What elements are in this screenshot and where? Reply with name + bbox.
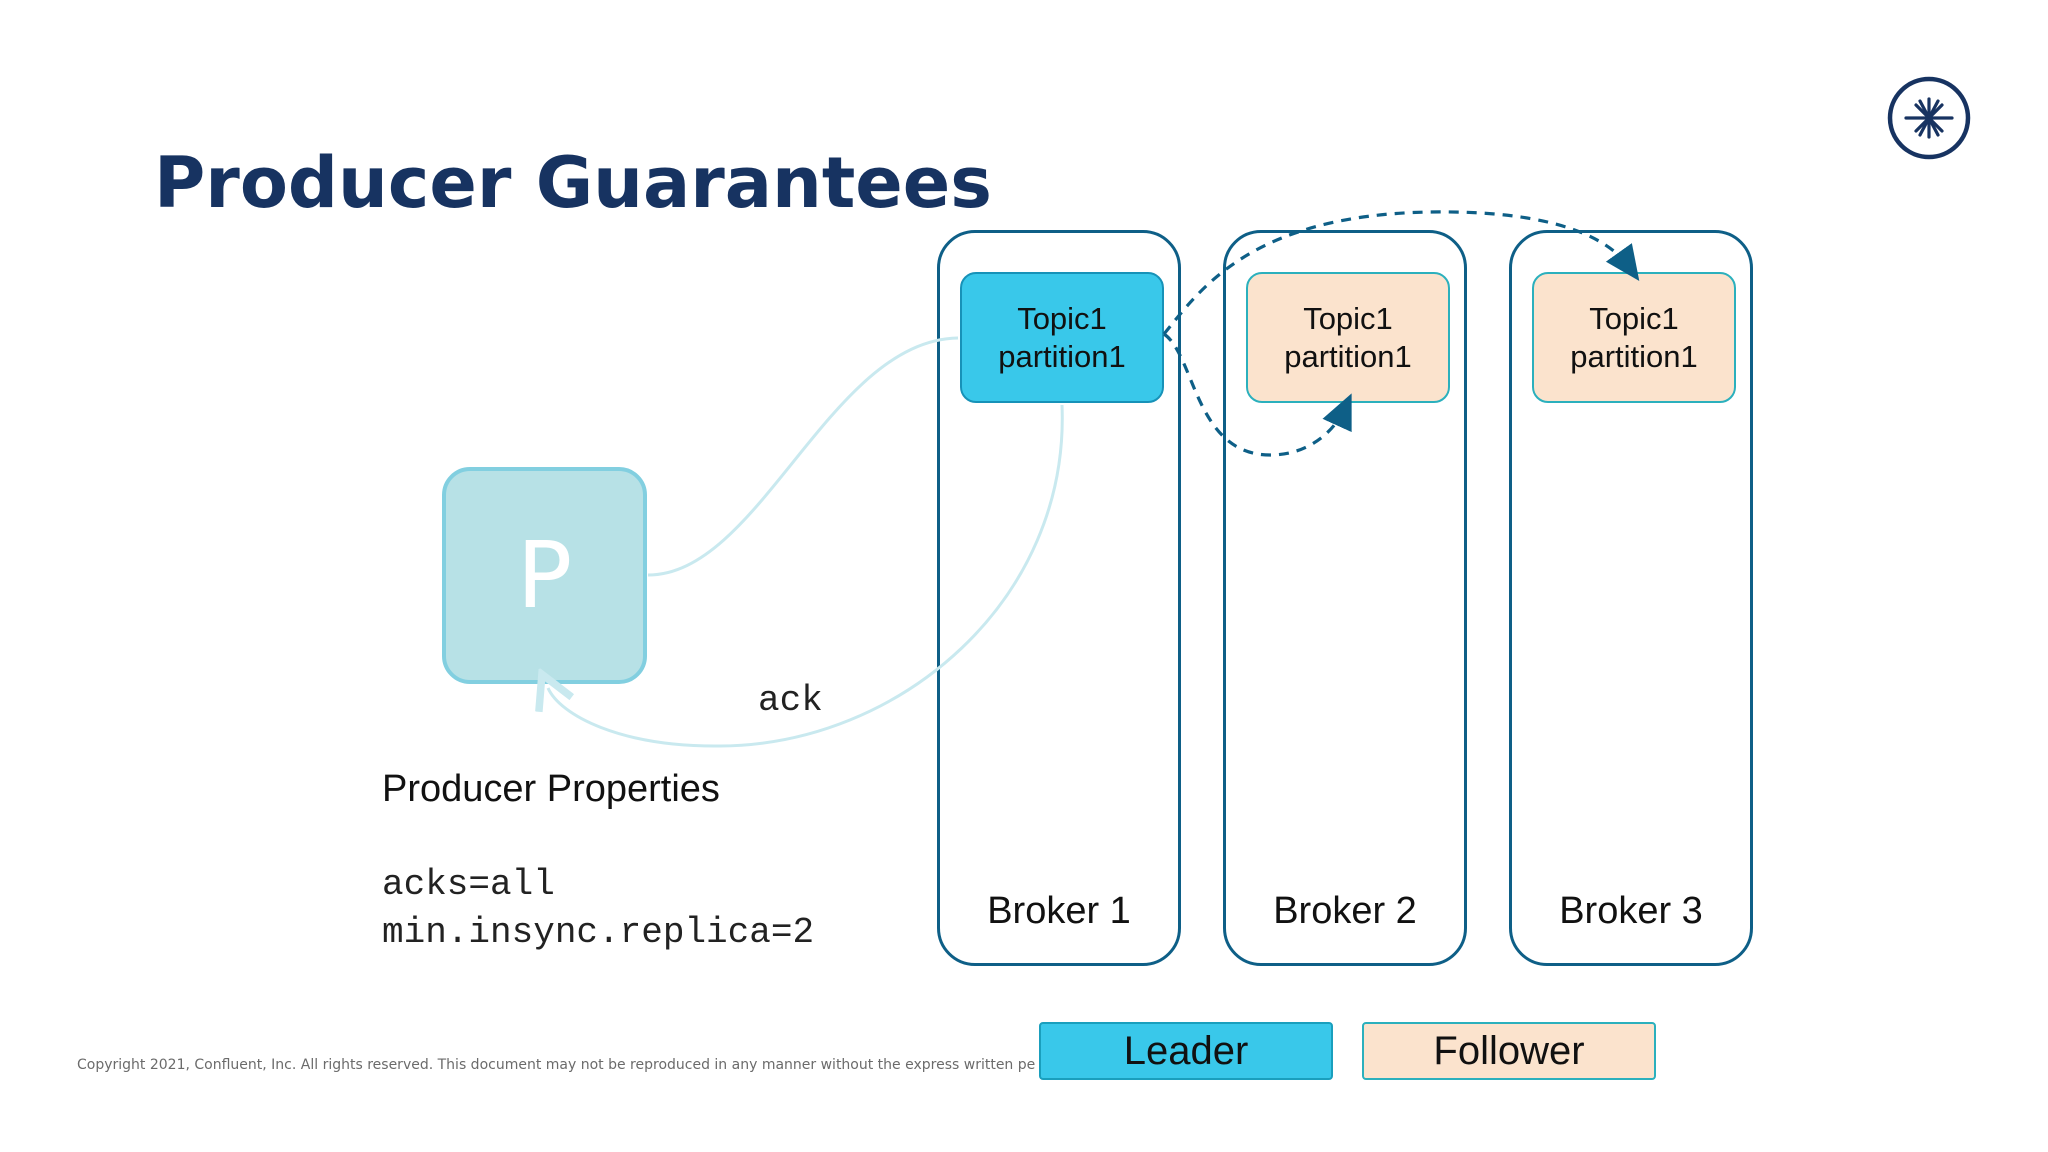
broker-2-follower-partition: Topic1 partition1 xyxy=(1246,272,1450,403)
partition-topic-label: Topic1 xyxy=(1589,301,1679,337)
broker-3-label: Broker 3 xyxy=(1559,890,1703,932)
produce-arrow xyxy=(647,336,959,577)
copyright-notice: Copyright 2021, Confluent, Inc. All righ… xyxy=(77,1057,1036,1073)
slide-title: Producer Guarantees xyxy=(154,142,992,224)
partition-number-label: partition1 xyxy=(1570,338,1698,374)
producer-node: P xyxy=(442,467,647,684)
producer-properties-heading: Producer Properties xyxy=(382,768,720,810)
producer-label: P xyxy=(516,522,573,629)
legend-leader-label: Leader xyxy=(1123,1028,1249,1073)
broker-3-follower-partition: Topic1 partition1 xyxy=(1532,272,1736,403)
confluent-logo-icon xyxy=(1887,76,1971,160)
partition-topic-label: Topic1 xyxy=(1303,301,1393,337)
legend-leader: Leader xyxy=(1039,1022,1333,1080)
broker-2-label: Broker 2 xyxy=(1273,890,1417,932)
broker-1-label: Broker 1 xyxy=(987,890,1131,932)
property-min-insync: min.insync.replica=2 xyxy=(382,912,815,953)
legend-follower: Follower xyxy=(1362,1022,1656,1080)
partition-topic-label: Topic1 xyxy=(1017,301,1107,337)
partition-number-label: partition1 xyxy=(998,338,1126,374)
partition-number-label: partition1 xyxy=(1284,338,1412,374)
legend-follower-label: Follower xyxy=(1433,1028,1585,1073)
broker-1-leader-partition: Topic1 partition1 xyxy=(960,272,1164,403)
property-acks: acks=all xyxy=(382,864,555,905)
ack-label: ack xyxy=(758,680,823,721)
